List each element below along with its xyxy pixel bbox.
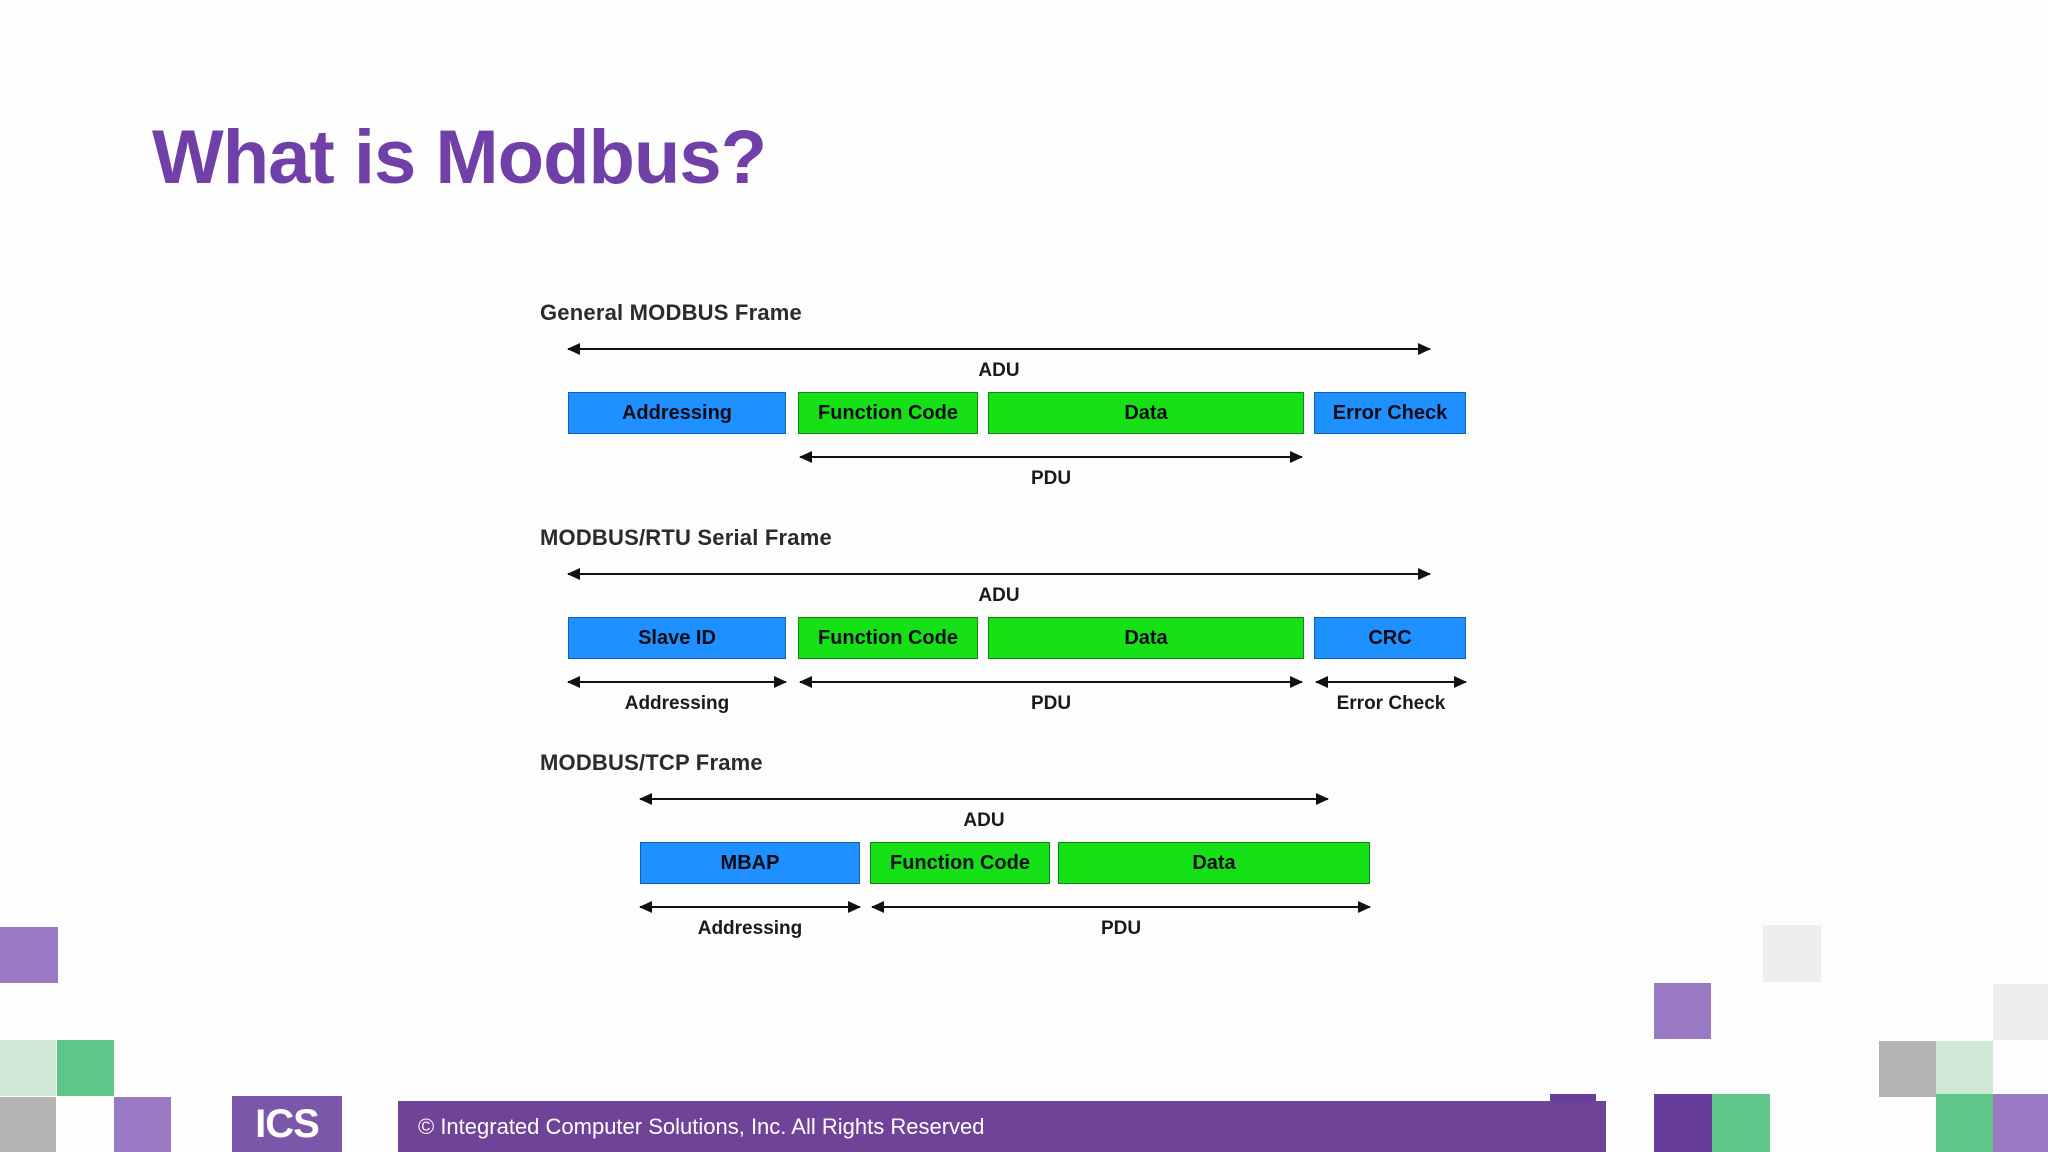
addressing-span-label-rtu: Addressing: [624, 693, 730, 714]
frame-general-modbus: General MODBUS Frame ADU Addressing Func…: [540, 300, 1500, 500]
addressing-span-arrow-rtu: [567, 676, 787, 688]
ics-logo: ICS: [232, 1096, 342, 1152]
footer-bar: © Integrated Computer Solutions, Inc. Al…: [398, 1101, 1606, 1152]
frame-modbus-tcp: MODBUS/TCP Frame ADU MBAP Function Code …: [540, 750, 1500, 980]
frame-modbus-rtu: MODBUS/RTU Serial Frame ADU Slave ID Fun…: [540, 525, 1500, 755]
pdu-span-label-tcp: PDU: [1100, 918, 1142, 939]
addressing-span-arrow-tcp: [639, 901, 861, 913]
adu-span-arrow-general: [567, 343, 1431, 355]
deco-square-purple-dark-right-2: [1654, 1094, 1712, 1152]
frame-heading-tcp: MODBUS/TCP Frame: [540, 750, 763, 775]
field-crc[interactable]: CRC: [1314, 617, 1466, 659]
pdu-span-label-rtu: PDU: [1030, 693, 1072, 714]
adu-span-arrow-tcp: [639, 793, 1329, 805]
deco-square-purple-right-1: [1654, 983, 1711, 1039]
pdu-span-arrow-tcp: [871, 901, 1371, 913]
field-function-code[interactable]: Function Code: [798, 617, 978, 659]
field-data[interactable]: Data: [988, 392, 1304, 434]
error-check-span-label-rtu: Error Check: [1336, 693, 1446, 714]
addressing-span-label-tcp: Addressing: [697, 918, 803, 939]
error-check-span-arrow-rtu: [1315, 676, 1467, 688]
deco-square-purple-left-1: [0, 927, 58, 983]
pdu-span-label-general: PDU: [1030, 468, 1072, 489]
modbus-frame-diagram: General MODBUS Frame ADU Addressing Func…: [540, 300, 1500, 980]
field-function-code[interactable]: Function Code: [798, 392, 978, 434]
page-title: What is Modbus?: [152, 115, 767, 200]
deco-square-green-pale-left: [0, 1040, 56, 1096]
field-slave-id[interactable]: Slave ID: [568, 617, 786, 659]
deco-square-green-right-1: [1712, 1094, 1770, 1152]
frame-heading-rtu: MODBUS/RTU Serial Frame: [540, 525, 832, 550]
deco-square-grey-right: [1879, 1041, 1936, 1097]
deco-square-green-left: [57, 1040, 114, 1096]
deco-square-purple-right-2: [1993, 1094, 2048, 1152]
deco-square-purple-left-2: [114, 1097, 171, 1152]
pdu-span-arrow-rtu: [799, 676, 1303, 688]
adu-span-label-rtu: ADU: [978, 585, 1020, 606]
field-data[interactable]: Data: [1058, 842, 1370, 884]
field-addressing[interactable]: Addressing: [568, 392, 786, 434]
adu-span-label-tcp: ADU: [963, 810, 1005, 831]
deco-square-green-right-2: [1936, 1094, 1993, 1152]
field-error-check[interactable]: Error Check: [1314, 392, 1466, 434]
deco-square-grey-pale-right-1: [1763, 925, 1821, 982]
field-data[interactable]: Data: [988, 617, 1304, 659]
copyright-text: © Integrated Computer Solutions, Inc. Al…: [418, 1114, 985, 1139]
deco-square-grey-pale-right-2: [1993, 984, 2048, 1040]
deco-square-green-pale-right: [1936, 1041, 1993, 1097]
field-function-code[interactable]: Function Code: [870, 842, 1050, 884]
field-mbap[interactable]: MBAP: [640, 842, 860, 884]
deco-square-grey-left: [0, 1097, 56, 1152]
frame-heading-general: General MODBUS Frame: [540, 300, 802, 325]
ics-logo-text: ICS: [255, 1102, 320, 1146]
pdu-span-arrow-general: [799, 451, 1303, 463]
adu-span-label-general: ADU: [978, 360, 1020, 381]
adu-span-arrow-rtu: [567, 568, 1431, 580]
